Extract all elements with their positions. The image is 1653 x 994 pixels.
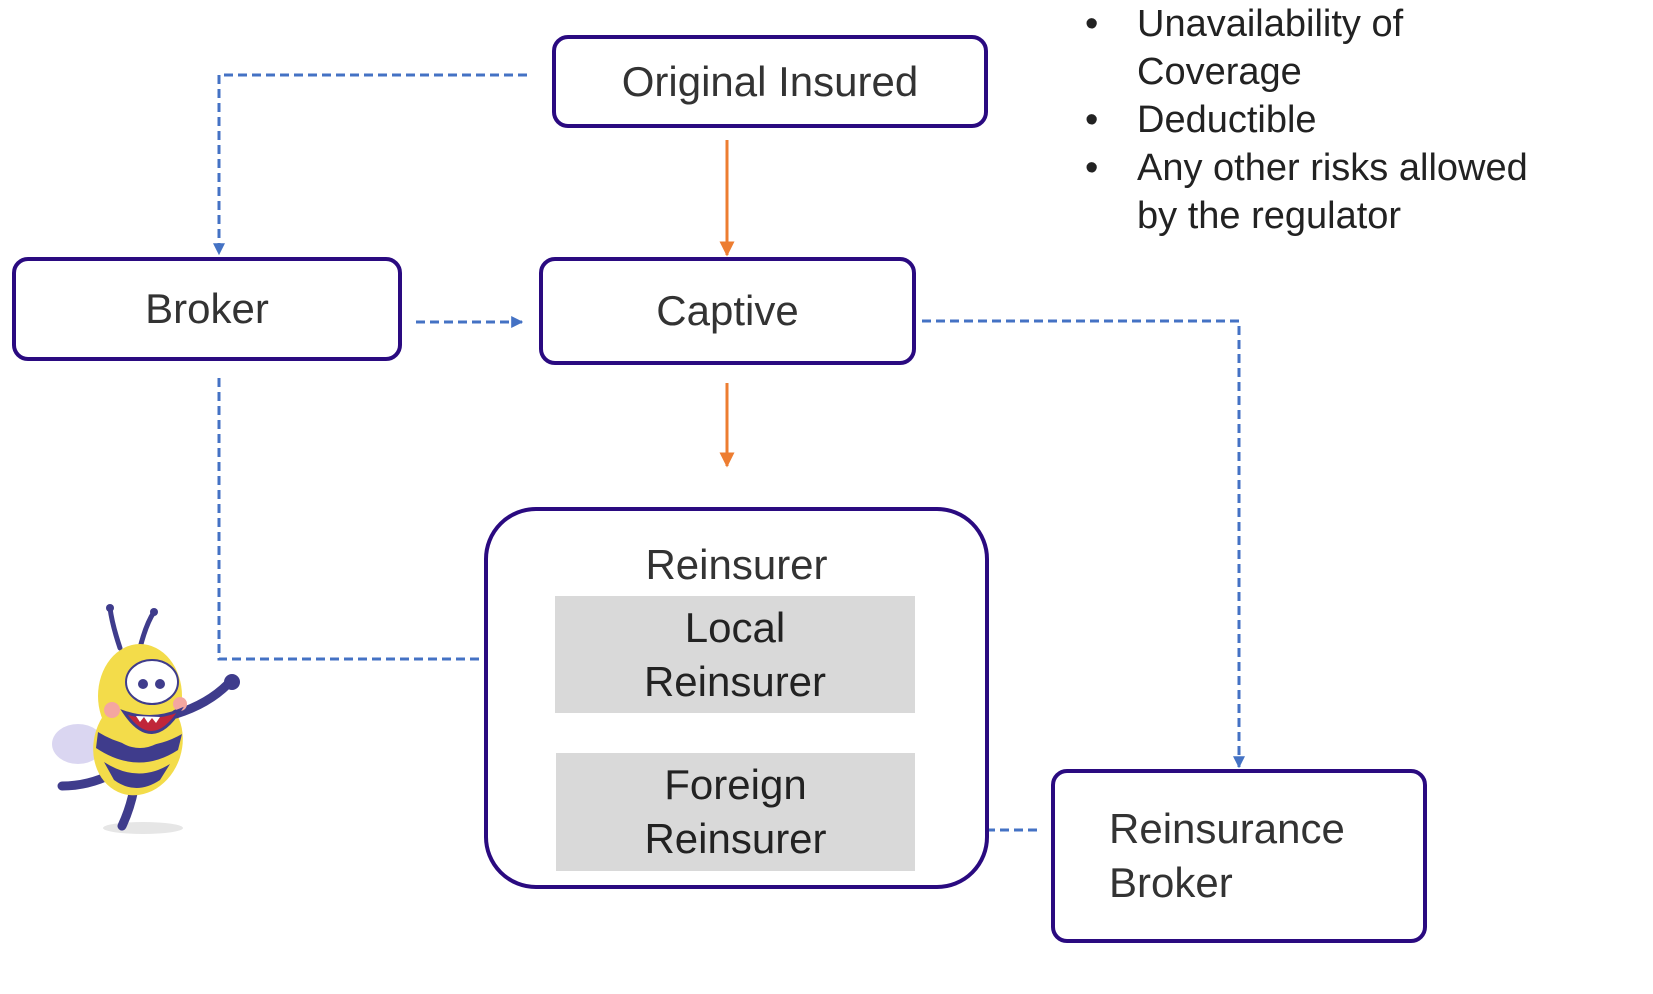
- foreign-reinsurer-label: Foreign Reinsurer: [644, 761, 827, 862]
- captive-box: Captive: [539, 257, 916, 365]
- original-insured-box: Original Insured: [552, 35, 988, 128]
- risk-item-text: Unavailability of Coverage: [1137, 3, 1404, 93]
- reinsurance-broker-box: Reinsurance Broker: [1051, 769, 1427, 943]
- arrow-broker-to-local-reinsurer: [217, 378, 578, 665]
- foreign-reinsurer-box: Foreign Reinsurer: [556, 753, 915, 871]
- reinsurance-broker-label: Reinsurance Broker: [1109, 805, 1345, 906]
- arrow-captive-to-reinsurance-broker: [922, 319, 1245, 769]
- risk-list-item: • Deductible: [1085, 96, 1645, 144]
- captive-label: Captive: [656, 287, 799, 335]
- bullet-icon: •: [1085, 147, 1099, 189]
- risk-item-text: Deductible: [1137, 99, 1317, 141]
- arrow-original-to-broker: [213, 73, 527, 256]
- risk-list: • Unavailability of Coverage • Deductibl…: [1085, 0, 1645, 240]
- original-insured-label: Original Insured: [621, 57, 919, 105]
- local-reinsurer-label: Local Reinsurer: [643, 603, 827, 705]
- bee-mascot-icon: [52, 604, 240, 834]
- reinsurer-title: Reinsurer: [645, 541, 828, 588]
- bullet-icon: •: [1085, 3, 1099, 45]
- risk-list-item: • Unavailability of Coverage: [1085, 0, 1645, 96]
- bullet-icon: •: [1085, 99, 1099, 141]
- broker-box: Broker: [12, 257, 402, 361]
- risk-list-item: • Any other risks allowed by the regulat…: [1085, 144, 1645, 240]
- risk-item-text: Any other risks allowed by the regulator: [1137, 147, 1528, 237]
- local-reinsurer-box: Local Reinsurer: [555, 596, 915, 713]
- broker-label: Broker: [145, 285, 269, 333]
